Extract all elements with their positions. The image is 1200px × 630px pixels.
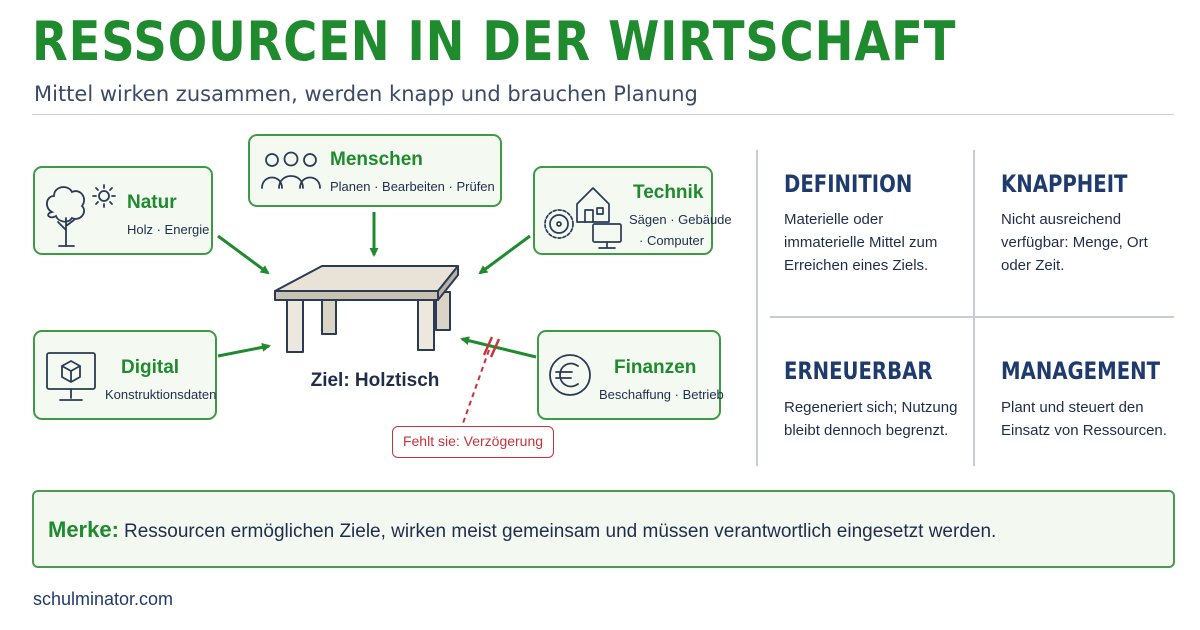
card-technik-sub-1: Sägen · Gebäude: [629, 212, 732, 227]
page-subtitle: Mittel wirken zusammen, werden knapp und…: [34, 82, 698, 106]
card-finanzen-title: Finanzen: [614, 357, 697, 378]
merke-box: Merke: Ressourcen ermöglichen Ziele, wir…: [32, 490, 1175, 568]
wooden-table-illustration: [274, 265, 459, 353]
grid-divider-left: [756, 150, 758, 466]
header-divider: [32, 114, 1174, 115]
arrow-digital: [217, 342, 271, 358]
page-title: RESSOURCEN IN DER WIRTSCHAFT: [32, 10, 957, 73]
footer-source: schulminator.com: [33, 589, 174, 609]
management-text: Plant und steuert den Einsatz von Ressou…: [1001, 399, 1167, 439]
card-finanzen: Finanzen Beschaffung · Betrieb: [537, 330, 724, 420]
card-technik: Technik Sägen · Gebäude · Computer: [533, 166, 732, 255]
arrow-natur: [217, 234, 270, 275]
merke-text: Ressourcen ermöglichen Ziele, wirken mei…: [124, 521, 997, 542]
definition-heading: DEFINITION: [784, 170, 913, 198]
erneuerbar-text: Regeneriert sich; Nutzung bleibt dennoch…: [784, 399, 958, 439]
card-technik-title: Technik: [633, 182, 704, 203]
dashed-missing-line: [461, 349, 490, 427]
erneuerbar-heading: ERNEUERBAR: [784, 357, 933, 385]
tree-sun-icon: [46, 184, 116, 247]
card-finanzen-sub: Beschaffung · Betrieb: [599, 387, 724, 402]
euro-icon: [549, 354, 591, 396]
resource-flow-diagram: [217, 212, 537, 427]
knappheit-text: Nicht ausreichend verfügbar: Menge, Ort …: [1001, 211, 1148, 274]
card-natur-sub: Holz · Energie: [127, 222, 210, 237]
definition-text: Materielle oder immaterielle Mittel zum …: [784, 211, 938, 274]
knappheit-heading: KNAPPHEIT: [1001, 170, 1128, 198]
merke-label: Merke:: [48, 517, 119, 542]
people-icon: [261, 151, 321, 189]
missing-resource-callout: Fehlt sie: Verzögerung: [392, 426, 554, 458]
arrow-finanzen-broken: [460, 336, 537, 359]
card-natur: Natur Holz · Energie: [33, 166, 213, 255]
grid-divider-middle: [973, 150, 975, 466]
management-heading: MANAGEMENT: [1001, 357, 1161, 385]
card-menschen-title: Menschen: [330, 149, 423, 170]
saw-building-computer-icon: [544, 187, 622, 249]
grid-divider-horizontal: [770, 316, 1174, 318]
card-digital-title: Digital: [121, 357, 180, 378]
goal-label: Ziel: Holztisch: [310, 370, 440, 391]
monitor-cube-icon: [46, 352, 96, 401]
card-digital-sub: Konstruktionsdaten: [105, 387, 217, 402]
card-technik-sub-2: · Computer: [639, 233, 705, 248]
card-digital: Digital Konstruktionsdaten: [33, 330, 217, 420]
card-menschen: Menschen Planen · Bearbeiten · Prüfen: [248, 134, 502, 207]
arrow-technik: [478, 234, 531, 275]
card-natur-title: Natur: [127, 192, 177, 213]
card-menschen-sub: Planen · Bearbeiten · Prüfen: [330, 179, 495, 194]
